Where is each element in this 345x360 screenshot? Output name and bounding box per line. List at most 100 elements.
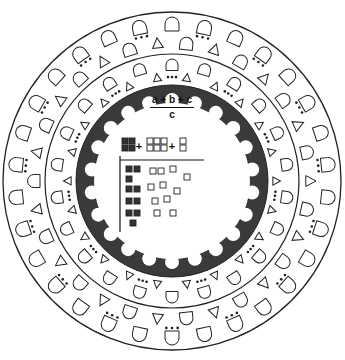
unit-square <box>180 138 186 144</box>
unit-square <box>170 210 176 216</box>
inner-triangle <box>273 177 281 185</box>
outer-dots <box>230 314 233 317</box>
inner-triangle <box>98 255 109 266</box>
scallop <box>245 162 259 176</box>
unit-square <box>170 166 176 172</box>
plus-sign: + <box>136 140 142 153</box>
outer-bell <box>14 124 32 142</box>
inner-bell <box>166 59 178 71</box>
outer-bell <box>312 124 330 142</box>
outer-bell <box>196 19 213 36</box>
outer-dots <box>80 64 83 67</box>
inner-dots <box>267 140 270 143</box>
inner-triangle <box>153 73 162 82</box>
outer-bell <box>45 276 65 296</box>
unit-square <box>174 188 180 194</box>
inner-triangle <box>268 206 278 216</box>
outer-dots <box>176 327 179 330</box>
outer-dots <box>301 111 304 114</box>
inner-dots <box>204 278 207 281</box>
outer-dots <box>312 220 315 223</box>
inner-dots <box>167 76 170 79</box>
outer-bell <box>26 250 45 269</box>
outer-dots <box>25 159 28 162</box>
outer-triangle <box>258 277 273 292</box>
outer-bell <box>131 19 148 36</box>
outer-dots <box>257 61 260 64</box>
scallop <box>121 242 135 256</box>
inner-bell <box>166 292 178 304</box>
division-bracket <box>119 156 120 232</box>
division-bracket <box>120 159 204 160</box>
scallop <box>226 121 240 135</box>
inner-bell <box>197 285 212 299</box>
outer-dots <box>116 316 119 319</box>
mid-bell <box>275 91 293 109</box>
mid-bell <box>232 292 250 309</box>
inner-bell <box>50 158 63 172</box>
inner-bell <box>227 271 243 287</box>
inner-dots <box>196 281 199 284</box>
inner-dots <box>274 191 277 194</box>
mid-bell <box>70 69 88 87</box>
outer-triangle <box>30 146 42 159</box>
unit-square <box>134 186 140 192</box>
inner-dots <box>249 248 252 251</box>
outer-bell <box>70 44 90 64</box>
inner-triangle <box>67 205 77 215</box>
inner-triangle <box>255 232 266 243</box>
unit-square <box>184 174 190 180</box>
inner-triangle <box>255 119 266 130</box>
outer-bell <box>14 221 32 239</box>
inner-dots <box>68 195 71 198</box>
inner-triangle <box>268 147 278 157</box>
inner-dots <box>200 279 203 282</box>
outer-dots <box>295 101 298 104</box>
scallop <box>142 252 156 266</box>
mid-bell <box>275 253 293 271</box>
outer-bell <box>165 331 179 345</box>
dark-ring <box>76 85 268 277</box>
inner-dots <box>67 191 70 194</box>
outer-dots <box>317 170 320 173</box>
mid-bell <box>37 116 54 133</box>
inner-bell <box>270 221 285 237</box>
inner-dots <box>265 136 268 139</box>
inner-triangle <box>98 96 109 107</box>
unit-square <box>126 176 132 182</box>
scallop <box>226 227 240 241</box>
inner-dots <box>95 251 98 254</box>
inner-bell <box>270 125 285 141</box>
scallop <box>85 186 99 200</box>
inner-triangle <box>210 271 221 281</box>
inner-triangle <box>182 73 191 82</box>
outer-dots <box>146 35 149 38</box>
unit-square <box>126 210 132 216</box>
outer-dots <box>61 278 64 281</box>
unit-square <box>161 138 167 144</box>
scallop <box>104 227 118 241</box>
unit-square <box>134 210 140 216</box>
outer-triangle <box>306 176 316 187</box>
outer-dots <box>89 58 92 61</box>
outer-dots <box>140 36 143 39</box>
outer-triangle <box>208 307 221 320</box>
outer-bell <box>320 190 335 205</box>
outer-bell <box>26 93 45 112</box>
inner-bell <box>197 62 212 76</box>
outer-triangle <box>258 70 273 85</box>
outer-bell <box>227 28 245 46</box>
inner-dots <box>264 133 267 136</box>
inner-dots <box>90 245 93 248</box>
mid-bell <box>37 229 54 246</box>
inner-bell <box>227 75 243 91</box>
unit-square <box>122 138 128 144</box>
outer-dots <box>29 220 32 223</box>
outer-dots <box>33 230 36 233</box>
outer-dots <box>43 106 46 109</box>
outer-band <box>8 17 336 345</box>
outer-dots <box>276 282 279 285</box>
inner-dots <box>274 195 277 198</box>
center-disc: a + b + cc <box>92 92 252 252</box>
fraction-bar <box>150 107 194 108</box>
